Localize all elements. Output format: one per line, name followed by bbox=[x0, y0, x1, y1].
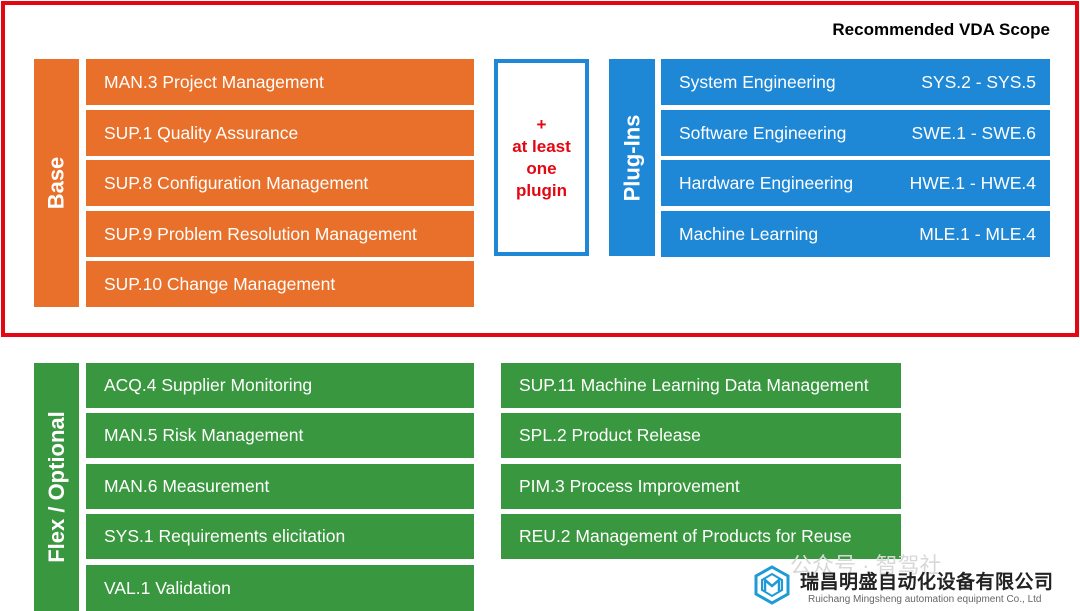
flex-label: Flex / Optional bbox=[34, 363, 79, 611]
company-logo-icon bbox=[752, 565, 792, 605]
flex-item: MAN.6 Measurement bbox=[86, 464, 474, 509]
flex-item: ACQ.4 Supplier Monitoring bbox=[86, 363, 474, 408]
base-item: MAN.3 Project Management bbox=[86, 59, 474, 105]
base-item: SUP.10 Change Management bbox=[86, 261, 474, 307]
flex-item: SPL.2 Product Release bbox=[501, 413, 901, 458]
plugin-rule-line: one bbox=[526, 158, 557, 178]
flex-item: VAL.1 Validation bbox=[86, 565, 474, 611]
base-label-text: Base bbox=[43, 156, 69, 210]
plugin-rule-line: plugin bbox=[516, 180, 567, 200]
plugins-label-text: Plug-Ins bbox=[619, 114, 644, 201]
flex-item: REU.2 Management of Products for Reuse bbox=[501, 514, 901, 559]
plugin-range: HWE.1 - HWE.4 bbox=[909, 172, 1036, 193]
plugin-item: Hardware Engineering HWE.1 - HWE.4 bbox=[661, 160, 1050, 206]
plugin-item: Software Engineering SWE.1 - SWE.6 bbox=[661, 110, 1050, 156]
base-label: Base bbox=[34, 59, 79, 307]
base-item: SUP.8 Configuration Management bbox=[86, 160, 474, 206]
flex-item: PIM.3 Process Improvement bbox=[501, 464, 901, 509]
plugin-range: SYS.2 - SYS.5 bbox=[921, 71, 1036, 92]
plugin-rule-box: + at least one plugin bbox=[494, 59, 589, 256]
flex-item: SUP.11 Machine Learning Data Management bbox=[501, 363, 901, 408]
plugin-name: Machine Learning bbox=[679, 223, 819, 244]
flex-item: SYS.1 Requirements elicitation bbox=[86, 514, 474, 559]
plugin-range: MLE.1 - MLE.4 bbox=[919, 223, 1036, 244]
base-item: SUP.9 Problem Resolution Management bbox=[86, 211, 474, 257]
flex-label-text: Flex / Optional bbox=[43, 411, 69, 563]
recommended-scope-frame bbox=[1, 1, 1079, 337]
scope-title: Recommended VDA Scope bbox=[832, 20, 1050, 39]
plugin-name: Hardware Engineering bbox=[679, 172, 854, 193]
watermark-company-en: Ruichang Mingsheng automation equipment … bbox=[808, 594, 1042, 605]
plugin-range: SWE.1 - SWE.6 bbox=[911, 122, 1036, 143]
flex-item: MAN.5 Risk Management bbox=[86, 413, 474, 458]
base-item: SUP.1 Quality Assurance bbox=[86, 110, 474, 156]
plugin-name: Software Engineering bbox=[679, 122, 847, 143]
plugins-label: Plug-Ins bbox=[609, 59, 655, 256]
plugin-name: System Engineering bbox=[679, 71, 836, 92]
watermark-faint-text: 公众号 · 智驾社 bbox=[790, 553, 942, 578]
plugin-item: System Engineering SYS.2 - SYS.5 bbox=[661, 59, 1050, 105]
plugin-rule-line: at least bbox=[512, 136, 571, 156]
plugin-rule-line: + bbox=[536, 114, 547, 134]
watermark-company-cn: 瑞昌明盛自动化设备有限公司 bbox=[800, 572, 1054, 593]
plugin-item: Machine Learning MLE.1 - MLE.4 bbox=[661, 211, 1050, 257]
